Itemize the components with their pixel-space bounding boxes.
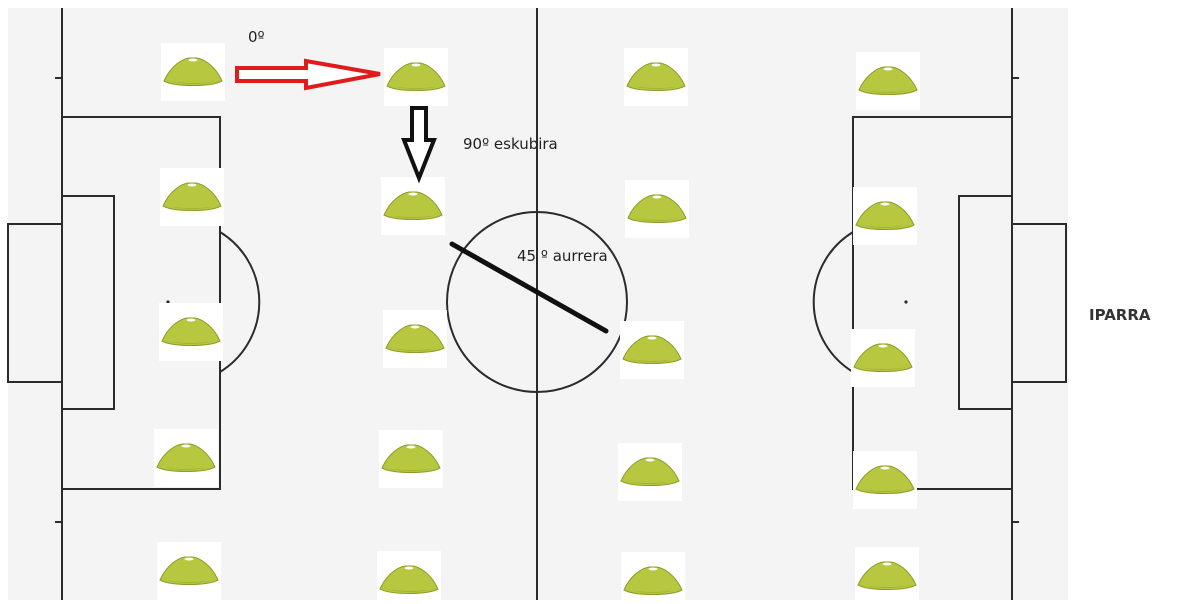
training-cone-icon [381, 177, 445, 235]
training-cone-icon [853, 451, 917, 509]
left-penalty-spot [166, 300, 170, 304]
cones-layer [154, 43, 920, 604]
training-cone-icon [618, 443, 682, 501]
training-cone-icon [161, 43, 225, 101]
training-cone-icon [856, 52, 920, 110]
right-goal [1011, 223, 1067, 383]
right-penalty-arc [812, 231, 854, 373]
left-goal [7, 223, 63, 383]
training-cone-icon [377, 551, 441, 604]
black-arrow-down-icon [401, 106, 437, 184]
training-cone-icon [157, 542, 221, 600]
training-cone-icon [624, 48, 688, 106]
training-cone-icon [154, 429, 218, 487]
training-cone-icon [853, 187, 917, 245]
center-circle [446, 211, 628, 393]
training-cone-icon [379, 430, 443, 488]
training-cone-icon [384, 48, 448, 106]
right-penalty-spot [904, 300, 908, 304]
zero-degree-label: 0º [248, 28, 265, 46]
north-label: IPARRA [1089, 306, 1151, 324]
training-cone-icon [160, 168, 224, 226]
fortyfive-degree-forward-label: 45 º aurrera [517, 247, 608, 265]
training-cone-icon [621, 552, 685, 604]
training-cone-icon [625, 180, 689, 238]
training-cone-icon [159, 303, 223, 361]
training-cone-icon [855, 547, 919, 604]
training-cone-icon [851, 329, 915, 387]
training-cone-icon [383, 310, 447, 368]
diagonal-45-line [449, 241, 609, 334]
ninety-degree-right-label: 90º eskubira [463, 135, 558, 153]
red-arrow-right-icon [235, 58, 381, 91]
left-penalty-arc [219, 231, 261, 373]
training-cone-icon [620, 321, 684, 379]
